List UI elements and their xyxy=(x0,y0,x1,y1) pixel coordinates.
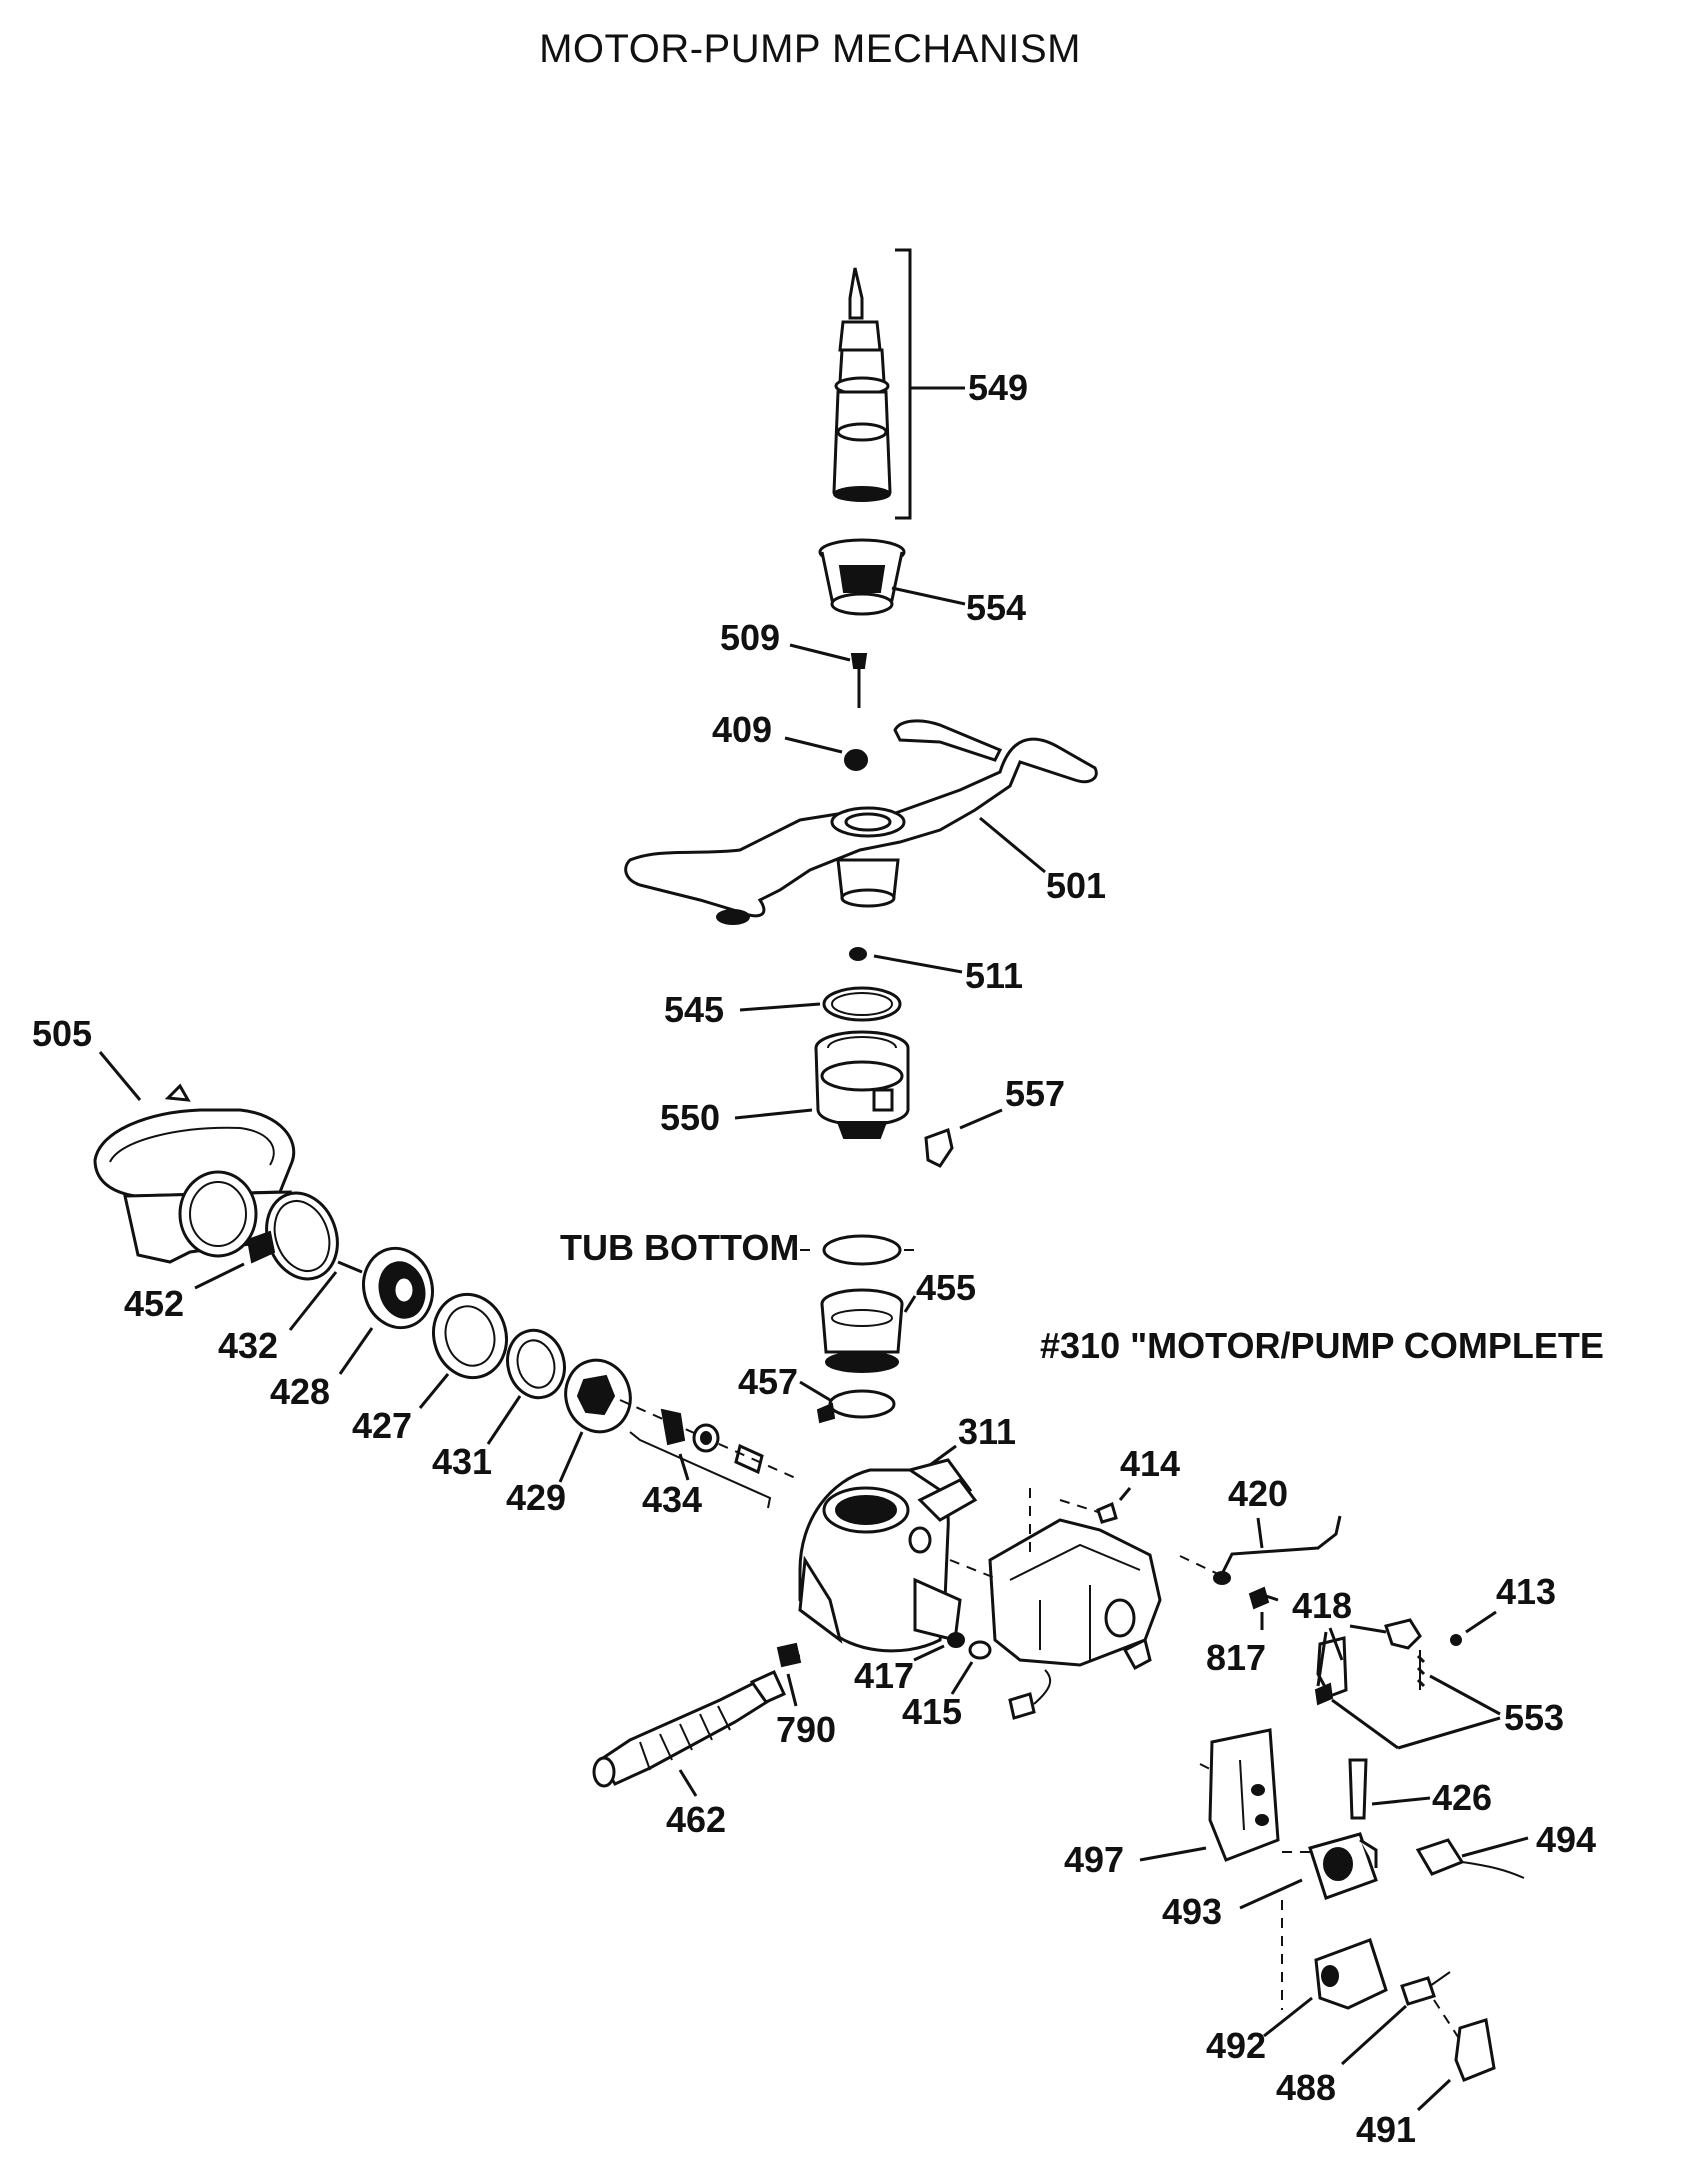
label-493: 493 xyxy=(1162,1891,1222,1932)
part-311-pump-body xyxy=(798,1458,978,1653)
part-429-impeller-cap xyxy=(564,1358,632,1434)
label-491: 491 xyxy=(1356,2109,1416,2150)
motor-pump-complete-note: #310 "MOTOR/PUMP COMPLETE xyxy=(1040,1325,1604,1366)
part-501-spray-arm xyxy=(624,719,1098,925)
label-429: 429 xyxy=(506,1477,566,1518)
part-462-drain-hose xyxy=(592,1670,786,1788)
part-426-pin xyxy=(1348,1758,1368,1820)
label-455: 455 xyxy=(916,1267,976,1308)
part-554-nozzle xyxy=(818,538,906,616)
part-420-rod xyxy=(1213,1515,1342,1585)
label-509: 509 xyxy=(720,617,780,658)
label-413: 413 xyxy=(1496,1571,1556,1612)
part-413-washer xyxy=(1450,1634,1462,1646)
part-817-bolt xyxy=(1248,1586,1279,1610)
label-427: 427 xyxy=(352,1405,412,1446)
part-431-ring xyxy=(506,1328,566,1400)
label-497: 497 xyxy=(1064,1839,1124,1880)
label-409: 409 xyxy=(712,709,772,750)
part-492-linkage xyxy=(1314,1938,1388,2010)
tub-bottom-label: TUB BOTTOM xyxy=(560,1227,799,1268)
label-492: 492 xyxy=(1206,2025,1266,2066)
part-549-spray-tower xyxy=(832,267,892,502)
part-409-nut xyxy=(844,749,868,771)
label-817: 817 xyxy=(1206,1637,1266,1678)
diagram-title: MOTOR-PUMP MECHANISM xyxy=(539,27,1081,71)
label-549: 549 xyxy=(968,367,1028,408)
part-550-pump-housing xyxy=(814,1030,910,1139)
part-452-clamp-screw xyxy=(246,1230,276,1264)
part-415-nut xyxy=(968,1640,992,1660)
label-557: 557 xyxy=(1005,1073,1065,1114)
label-417: 417 xyxy=(854,1655,914,1696)
label-554: 554 xyxy=(966,587,1026,628)
part-493-solenoid xyxy=(1308,1832,1378,1900)
label-501: 501 xyxy=(1046,865,1106,906)
label-488: 488 xyxy=(1276,2067,1336,2108)
label-432: 432 xyxy=(218,1325,278,1366)
part-414-screw xyxy=(1096,1501,1118,1524)
part-545-retaining-ring xyxy=(822,986,902,1022)
label-494: 494 xyxy=(1536,1819,1596,1860)
label-415: 415 xyxy=(902,1691,962,1732)
part-494-connector xyxy=(1415,1838,1525,1879)
label-457: 457 xyxy=(738,1361,798,1402)
label-418: 418 xyxy=(1292,1585,1352,1626)
label-550: 550 xyxy=(660,1097,720,1138)
label-420: 420 xyxy=(1228,1473,1288,1514)
part-511-washer xyxy=(849,947,867,961)
part-motor xyxy=(988,1518,1162,1720)
part-455-seal xyxy=(820,1288,904,1373)
label-428: 428 xyxy=(270,1371,330,1412)
label-462: 462 xyxy=(666,1799,726,1840)
part-497-bracket xyxy=(1208,1728,1280,1862)
label-311: 311 xyxy=(958,1411,1016,1452)
part-417-washer xyxy=(947,1632,965,1648)
label-414: 414 xyxy=(1120,1443,1180,1484)
tub-bottom-gasket xyxy=(800,1234,920,1266)
label-511: 511 xyxy=(965,955,1023,996)
part-457-clamp xyxy=(816,1389,896,1424)
label-431: 431 xyxy=(432,1441,492,1482)
part-428-impeller xyxy=(337,1246,434,1330)
part-790-spring xyxy=(776,1642,802,1668)
label-545: 545 xyxy=(664,989,724,1030)
part-427-plate xyxy=(432,1292,508,1380)
part-509-screw xyxy=(850,653,868,708)
part-557-clip xyxy=(924,1128,954,1168)
label-505: 505 xyxy=(32,1013,92,1054)
label-452: 452 xyxy=(124,1283,184,1324)
part-505-chamber xyxy=(93,1083,296,1264)
label-434: 434 xyxy=(642,1479,702,1520)
part-488-switch xyxy=(1400,1971,1451,2006)
label-426: 426 xyxy=(1432,1777,1492,1818)
label-790: 790 xyxy=(776,1709,836,1750)
part-491-bracket xyxy=(1454,2018,1496,2082)
label-553: 553 xyxy=(1504,1697,1564,1738)
bracket-549 xyxy=(895,248,912,520)
part-434-seal-kit xyxy=(629,1408,772,1509)
